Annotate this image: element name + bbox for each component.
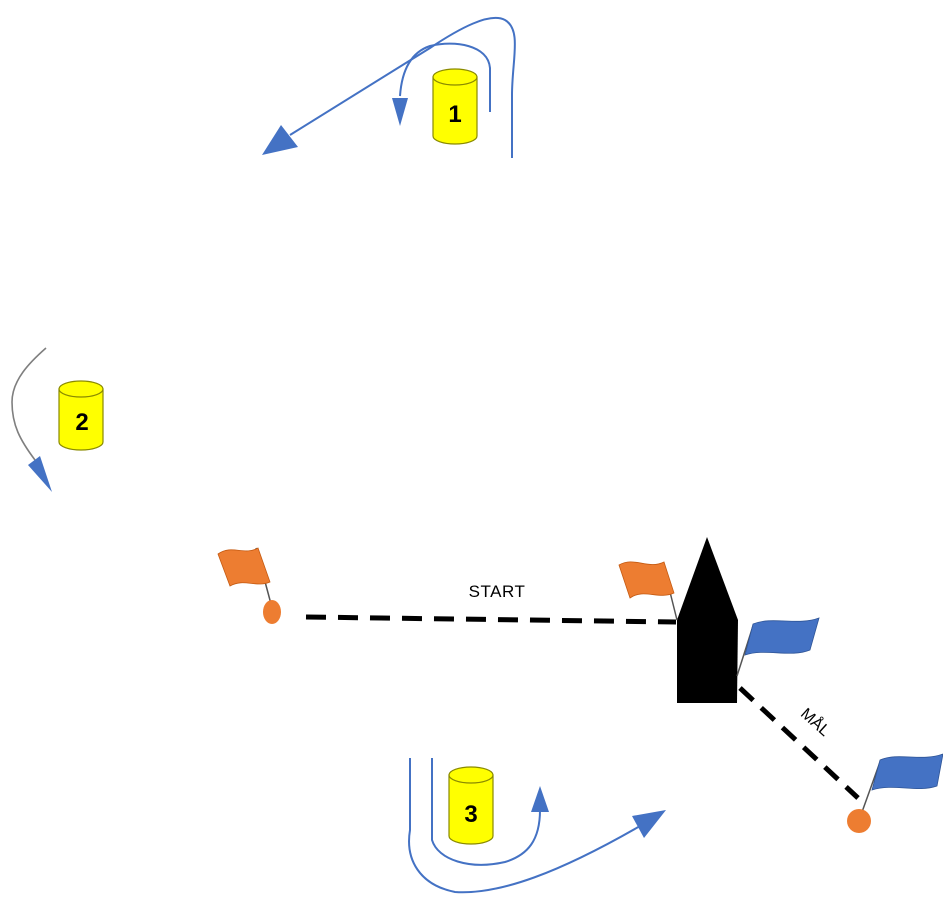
- mark-3-outer-arrow-head: [632, 810, 666, 838]
- mark-3-top: [448, 766, 494, 784]
- start-line-group: START: [305, 582, 677, 625]
- mark-1-outer-arrow-path: [289, 16, 516, 158]
- mark-3-number: 3: [464, 801, 477, 828]
- mark-1-outer-arrow-head: [262, 125, 298, 155]
- start-line: [305, 614, 677, 625]
- mark-2-top: [58, 380, 104, 398]
- committee-boat: [618, 537, 820, 703]
- mark-1-top: [432, 68, 478, 86]
- finish-label: MÅL: [797, 704, 834, 740]
- committee-boat-hull: [677, 537, 738, 703]
- boat-finish-flag-cloth: [744, 617, 820, 656]
- mark-1: 1: [432, 68, 478, 145]
- finish-pin-flag-cloth: [871, 753, 943, 791]
- mark-2: 2: [58, 380, 104, 451]
- start-pin-flag: [217, 547, 281, 624]
- finish-pin-buoy: [847, 809, 871, 833]
- mark-2-rounding-arrow: [11, 347, 52, 492]
- mark-1-number: 1: [448, 101, 461, 128]
- start-pin-buoy: [263, 600, 281, 624]
- mark-1-inner-arrow-head: [392, 98, 408, 126]
- finish-pin-flag: [847, 753, 943, 833]
- mark-3-inner-arrow-head: [531, 786, 549, 812]
- mark-2-arrow-path: [11, 347, 47, 461]
- mark-1-inner-arrow-path: [399, 42, 491, 112]
- mark-1-body: [432, 76, 478, 145]
- boat-start-flag-cloth: [618, 561, 675, 599]
- mark-2-number: 2: [75, 409, 88, 436]
- mark-3-body: [448, 774, 494, 845]
- finish-line: [738, 686, 860, 800]
- finish-line-group: MÅL: [738, 686, 860, 800]
- mark-1-rounding-arrows: [262, 16, 516, 158]
- mark-2-arrow-head: [28, 456, 52, 492]
- mark-3: 3: [448, 766, 494, 845]
- mark-3-inner-arrow-path: [431, 758, 541, 866]
- start-pin-flag-cloth: [217, 547, 271, 587]
- start-label: START: [469, 582, 526, 601]
- mark-3-rounding-arrows: [408, 758, 666, 894]
- mark-3-outer-arrow-path: [408, 758, 641, 894]
- mark-2-body: [58, 388, 104, 451]
